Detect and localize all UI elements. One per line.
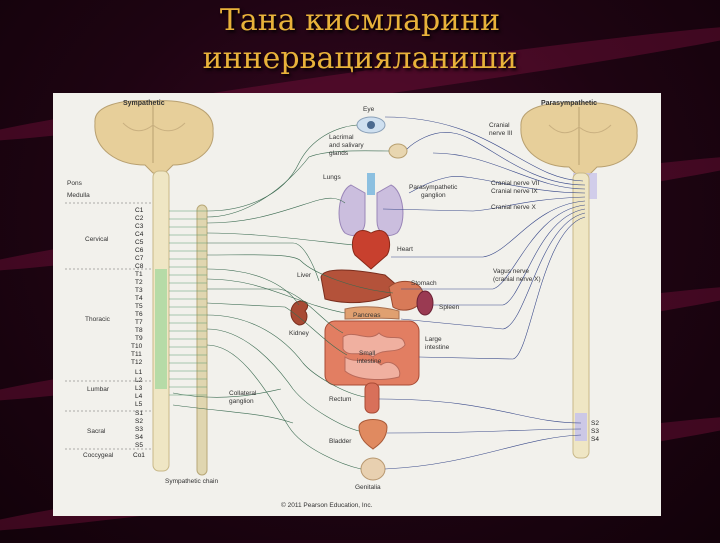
label-cranial-nerve-iii-1: Cranial: [489, 122, 510, 129]
sympathetic-heading: Sympathetic: [123, 100, 165, 107]
segment-label: C1: [135, 207, 144, 214]
label-lacrimal-1: Lacrimal: [329, 134, 354, 141]
segment-label: L3: [135, 385, 143, 392]
title-line-1: Тана кисмларини: [0, 2, 720, 40]
label-pancreas: Pancreas: [353, 312, 381, 319]
title-line-2: иннервацияланиши: [0, 40, 720, 78]
segment-label: T4: [135, 295, 143, 302]
segment-label: L2: [135, 377, 143, 384]
segment-label: C4: [135, 231, 144, 238]
segment-label: T1: [135, 271, 143, 278]
rectum-shape: [365, 383, 379, 413]
label-collateral-ganglion-2: ganglion: [229, 398, 254, 405]
genitalia-shape: [361, 458, 385, 480]
segment-labels: C1 C2 C3 C4 C5 C6 C7 C8 T1 T2 T3 T4 T5 T…: [131, 207, 145, 459]
diagram-panel: Sympathetic Parasympathetic Pons Medulla…: [53, 93, 661, 516]
region-coccygeal: Coccygeal: [83, 452, 114, 459]
label-cranial-nerve-x: Cranial nerve X: [491, 204, 536, 211]
label-vagus-nerve-1: Vagus nerve: [493, 268, 529, 275]
label-stomach: Stomach: [411, 280, 437, 287]
label-bladder: Bladder: [329, 438, 352, 445]
region-sacral: Sacral: [87, 428, 106, 435]
label-large-intestine-2: intestine: [425, 344, 450, 351]
segment-label: C5: [135, 239, 144, 246]
label-parasympathetic-ganglion-1: Parasympathetic: [409, 184, 458, 191]
label-spleen: Spleen: [439, 304, 460, 311]
label-sympathetic-chain: Sympathetic chain: [165, 478, 218, 485]
label-heart: Heart: [397, 246, 413, 253]
label-cranial-nerve-ix: Cranial nerve IX: [491, 188, 538, 195]
label-vagus-nerve-2: (cranial nerve X): [493, 276, 541, 283]
segment-label: T7: [135, 319, 143, 326]
segment-label: S2: [135, 418, 143, 425]
segment-label: T10: [131, 343, 143, 350]
heart-shape: [352, 230, 389, 269]
region-lumbar: Lumbar: [87, 386, 110, 393]
right-segment-label: S4: [591, 436, 599, 443]
region-cervical: Cervical: [85, 236, 109, 243]
segment-label: L4: [135, 393, 143, 400]
parasympathetic-heading: Parasympathetic: [541, 100, 597, 107]
region-medulla: Medulla: [67, 192, 90, 199]
segment-label: T12: [131, 359, 143, 366]
segment-label: T6: [135, 311, 143, 318]
sympathetic-chain-trunk: [197, 205, 207, 475]
segment-label: S3: [135, 426, 143, 433]
label-collateral-ganglion-1: Collateral: [229, 390, 257, 397]
segment-label: C8: [135, 263, 144, 270]
bladder-shape: [359, 420, 387, 450]
segment-label: C2: [135, 215, 144, 222]
label-lacrimal-2: and salivary: [329, 142, 364, 149]
segment-label: T5: [135, 303, 143, 310]
segment-label: L1: [135, 369, 143, 376]
segment-label: C3: [135, 223, 144, 230]
label-large-intestine-1: Large: [425, 336, 442, 343]
right-segment-label: S2: [591, 420, 599, 427]
segment-label: C6: [135, 247, 144, 254]
slide-title: Тана кисмларини иннервацияланиши: [0, 2, 720, 78]
segment-label: Co1: [133, 452, 145, 459]
label-rectum: Rectum: [329, 396, 351, 403]
label-small-intestine-1: Small: [359, 350, 376, 357]
right-segment-label: S3: [591, 428, 599, 435]
label-parasympathetic-ganglion-2: ganglion: [421, 192, 446, 199]
label-small-intestine-2: intestine: [357, 358, 382, 365]
gland-shape: [389, 144, 407, 158]
sacral-outflow: [575, 413, 587, 441]
region-pons: Pons: [67, 180, 83, 187]
autonomic-nervous-system-diagram: Sympathetic Parasympathetic Pons Medulla…: [53, 93, 661, 516]
segment-label: C7: [135, 255, 144, 262]
label-cranial-nerve-iii-2: nerve III: [489, 130, 513, 137]
segment-label: T8: [135, 327, 143, 334]
segment-label: T2: [135, 279, 143, 286]
segment-label: T9: [135, 335, 143, 342]
trachea-shape: [367, 173, 375, 195]
label-kidney: Kidney: [289, 330, 310, 337]
label-eye: Eye: [363, 106, 375, 113]
label-cranial-nerve-vii: Cranial nerve VII: [491, 180, 540, 187]
label-lungs: Lungs: [323, 174, 341, 181]
spleen-shape: [417, 291, 433, 315]
eye-pupil: [367, 121, 375, 129]
label-genitalia: Genitalia: [355, 484, 381, 491]
segment-label: S4: [135, 434, 143, 441]
region-thoracic: Thoracic: [85, 316, 111, 323]
segment-label: T11: [131, 351, 142, 358]
thoracolumbar-outflow: [155, 269, 167, 389]
copyright-text: © 2011 Pearson Education, Inc.: [281, 501, 373, 509]
segment-label: T3: [135, 287, 143, 294]
label-liver: Liver: [297, 272, 312, 279]
label-lacrimal-3: glands: [329, 150, 349, 157]
segment-label: S1: [135, 410, 143, 417]
segment-label: L5: [135, 401, 143, 408]
segment-label: S5: [135, 442, 143, 449]
liver-shape: [321, 270, 399, 303]
sympathetic-brain: [95, 101, 213, 173]
